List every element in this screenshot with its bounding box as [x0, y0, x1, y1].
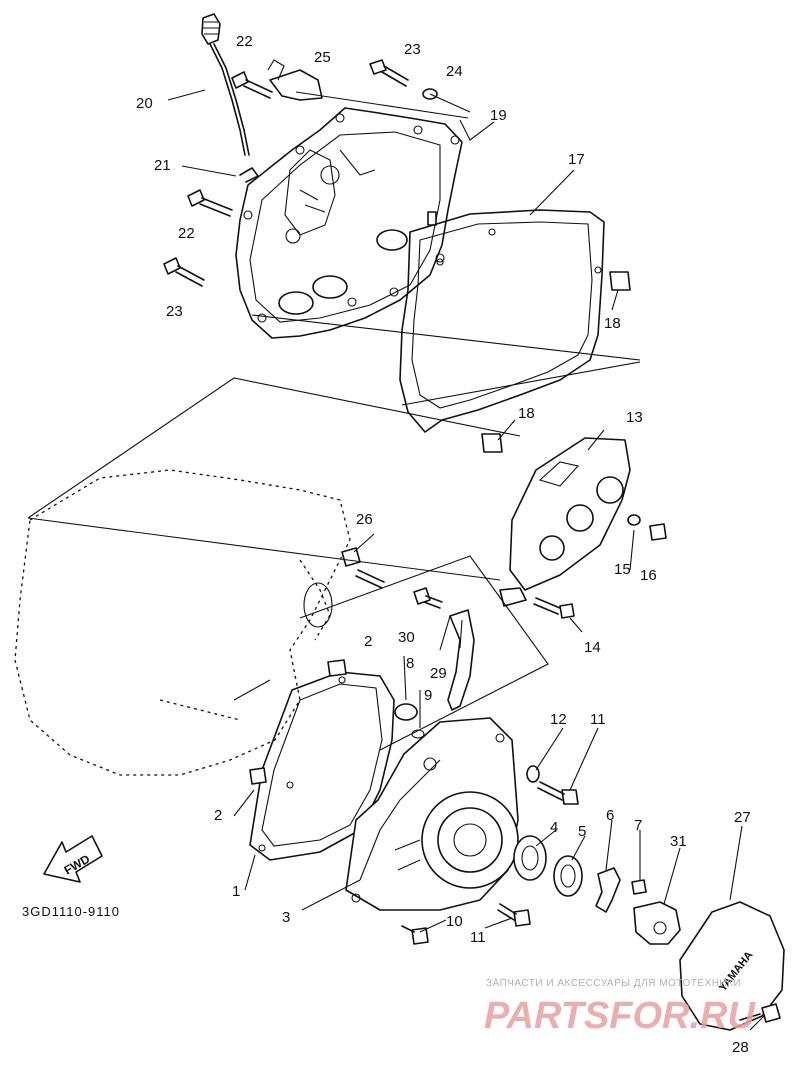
- callout-9: 9: [424, 687, 432, 704]
- callout-30: 30: [398, 629, 415, 646]
- callout-20: 20: [136, 95, 153, 112]
- callout-10: 10: [446, 913, 463, 930]
- bearing-4: [513, 835, 547, 881]
- callout-8: 8: [406, 655, 414, 672]
- clip-21: [239, 167, 259, 183]
- dowel-18-lower: [481, 433, 503, 453]
- callout-28: 28: [732, 1039, 749, 1056]
- bolt-11-lower: [497, 903, 531, 927]
- oring-9: [411, 729, 425, 739]
- gasket-17: [399, 209, 605, 433]
- callout-23-upper: 23: [404, 41, 421, 58]
- bolt-11-upper: [537, 781, 579, 805]
- bolt-22-upper: [231, 71, 273, 99]
- callout-19: 19: [490, 107, 507, 124]
- gear-31: [633, 901, 681, 945]
- callout-13: 13: [626, 409, 643, 426]
- cover-27: YAMAHA: [679, 901, 785, 1031]
- callout-24: 24: [446, 63, 463, 80]
- fwd-arrow-icon: FWD: [43, 835, 103, 883]
- leader-lines: [27, 89, 766, 1031]
- generator-cover-3: [345, 717, 519, 911]
- callout-18-lower: 18: [518, 405, 535, 422]
- diagram-code: 3GD1110-9110: [22, 904, 120, 919]
- seal-5: [553, 855, 583, 897]
- callout-16: 16: [640, 567, 657, 584]
- screw-7: [631, 879, 647, 895]
- callout-22-left: 22: [178, 225, 195, 242]
- bolt-22-left: [187, 189, 233, 217]
- callout-7: 7: [634, 817, 642, 834]
- callout-17: 17: [568, 151, 585, 168]
- callout-2-lower: 2: [214, 807, 222, 824]
- callout-25: 25: [314, 49, 331, 66]
- callout-6: 6: [606, 807, 614, 824]
- plate-6: [595, 867, 621, 913]
- bolt-30: [413, 587, 443, 609]
- dowel-2-upper: [327, 659, 347, 677]
- dowel-18-upper: [609, 271, 631, 291]
- callout-labels: 1 2 2 3 4 5 6 7 8 9 10 11 11 12 13 14 15…: [136, 33, 751, 1056]
- crankcase-cover-19: [235, 107, 463, 339]
- callout-11-lower: 11: [470, 929, 486, 946]
- callout-14: 14: [584, 639, 601, 656]
- callout-27: 27: [734, 809, 751, 826]
- cover-13: [499, 437, 631, 607]
- callout-4: 4: [550, 819, 558, 836]
- callout-3: 3: [282, 909, 290, 926]
- watermark-brand: PARTSFOR.RU: [484, 995, 756, 1037]
- watermark-tagline: ЗАПЧАСТИ И АКСЕССУАРЫ ДЛЯ МОТОТЕХНИКИ: [486, 978, 741, 989]
- callout-21: 21: [154, 157, 171, 174]
- washer-15: [627, 514, 641, 526]
- callout-5: 5: [578, 823, 586, 840]
- callout-31: 31: [670, 833, 687, 850]
- callout-18-upper: 18: [604, 315, 621, 332]
- callout-29: 29: [430, 665, 447, 682]
- bolt-14: [533, 597, 575, 619]
- plug-8: [394, 703, 418, 721]
- crankcase-outline: [14, 469, 351, 776]
- guide-29: [447, 609, 475, 711]
- callout-1: 1: [232, 883, 240, 900]
- bolt-16: [649, 523, 667, 541]
- callout-15: 15: [614, 561, 631, 578]
- bolt-10: [401, 925, 429, 945]
- oil-dipstick-20: [201, 13, 250, 156]
- callout-23-left: 23: [166, 303, 183, 320]
- callout-26: 26: [356, 511, 373, 528]
- callout-2-upper: 2: [364, 633, 372, 650]
- callout-22-upper: 22: [236, 33, 253, 50]
- callout-12: 12: [550, 711, 567, 728]
- dowel-2-lower: [249, 767, 267, 785]
- bolt-28: [739, 1003, 781, 1023]
- bolt-23-upper: [369, 59, 409, 87]
- callout-11-upper: 11: [590, 711, 606, 728]
- bolt-26: [341, 547, 385, 589]
- bolt-23-left: [163, 257, 205, 287]
- bracket-25: [267, 59, 323, 101]
